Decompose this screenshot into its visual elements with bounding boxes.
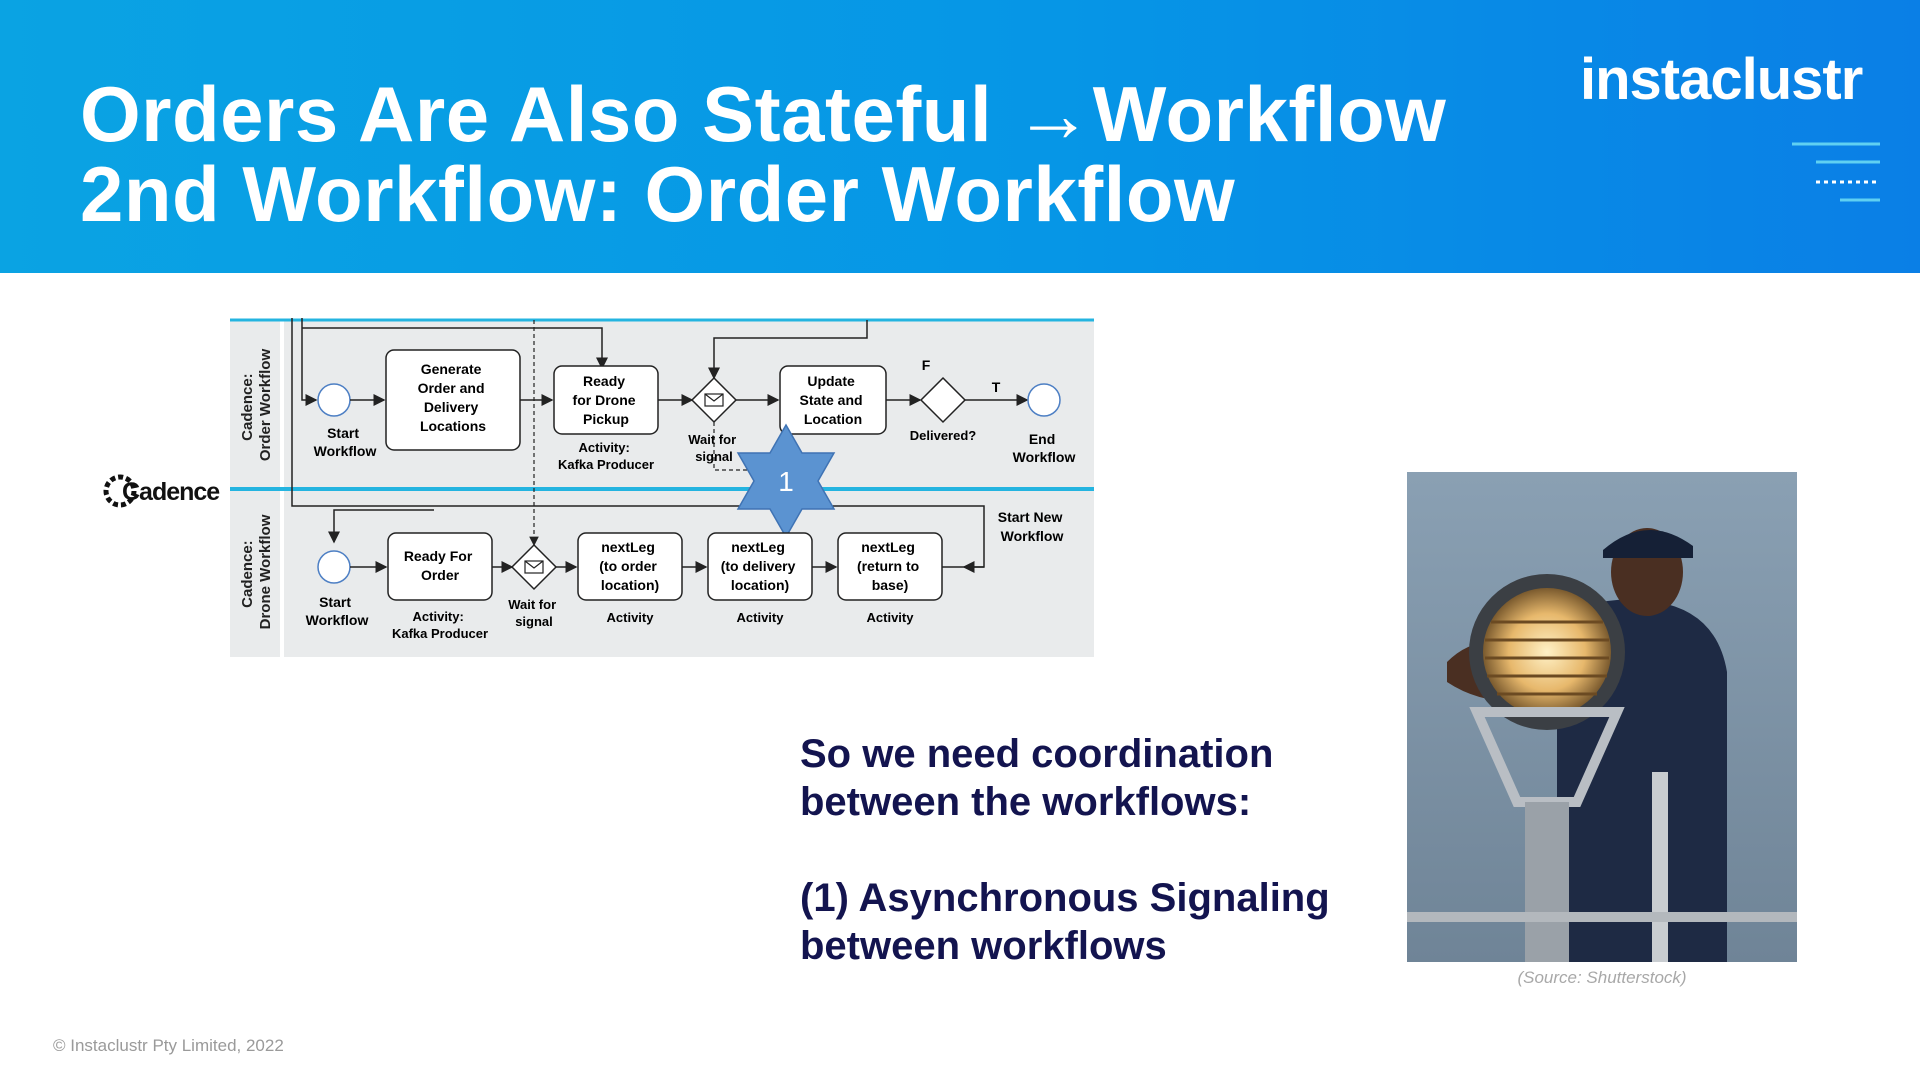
- svg-text:Activity: Kafka Producer: Activity: Kafka Producer: [392, 609, 488, 641]
- flag-true: T: [992, 379, 1001, 395]
- svg-text:Delivered?: Delivered?: [910, 428, 977, 443]
- sailor-signal-lamp-image: [1407, 472, 1797, 962]
- menu-lines-icon: [1792, 142, 1880, 202]
- instaclustr-logo: instaclustr: [1580, 47, 1863, 112]
- drone-start-event: Start Workflow: [306, 550, 369, 628]
- svg-text:Start Workflow: Start Workflow: [306, 594, 369, 628]
- svg-text:Activity: Activity: [737, 610, 785, 625]
- svg-text:Wait for signal: Wait for signal: [688, 432, 740, 464]
- body-line-1: So we need coordination: [800, 732, 1274, 776]
- delivered-gateway: Delivered? F T: [910, 357, 1001, 443]
- start-new-workflow-label: Start New Workflow: [998, 509, 1066, 544]
- order-end-event: End Workflow: [1013, 383, 1076, 465]
- body-text: So we need coordination between the work…: [800, 730, 1360, 970]
- next-leg-delivery-task: nextLeg (to delivery location) Activity: [707, 532, 813, 625]
- ready-order-task: Ready For Order Activity: Kafka Producer: [387, 532, 493, 641]
- cadence-logo: Cadence: [103, 474, 221, 508]
- slide-title: Orders Are Also Stateful →Workflow 2nd W…: [80, 74, 1446, 234]
- body-line-2: between the workflows:: [800, 780, 1252, 824]
- signal-lamp-photo: [1407, 472, 1797, 962]
- svg-text:Start Workflow: Start Workflow: [314, 425, 377, 459]
- title-line-1: Orders Are Also Stateful →Workflow: [80, 70, 1447, 158]
- svg-text:Cadence: Cadence: [122, 478, 220, 506]
- ready-pickup-task: Ready for Drone Pickup Activity: Kafka P…: [553, 365, 659, 472]
- generate-order-task: Generate Order and Delivery Locations: [385, 349, 521, 451]
- drone-wait-signal-gateway: Wait for signal: [508, 543, 560, 629]
- lane-label-drone: Cadence: Drone Workflow: [239, 514, 274, 629]
- svg-text:Activity: Activity: [607, 610, 655, 625]
- update-state-task: Update State and Location: [779, 365, 887, 435]
- title-line-2: 2nd Workflow: Order Workflow: [80, 150, 1236, 238]
- next-leg-order-task: nextLeg (to order location) Activity: [577, 532, 683, 625]
- copyright-footer: © Instaclustr Pty Limited, 2022: [53, 1036, 284, 1055]
- svg-text:Wait for signal: Wait for signal: [508, 597, 560, 629]
- lane-label-order: Cadence: Order Workflow: [239, 349, 274, 462]
- flag-false: F: [922, 357, 931, 373]
- svg-text:End Workflow: End Workflow: [1013, 431, 1076, 465]
- svg-text:nextLeg (to delivery: nextLeg (to delivery location): [721, 539, 800, 593]
- body-line-4: between workflows: [800, 924, 1167, 968]
- svg-text:Generate Order and: Generate Order and Delivery Locations: [418, 361, 489, 434]
- svg-text:Activity: Activity: [867, 610, 915, 625]
- svg-text:Ready for Drone Pi: Ready for Drone Pickup: [573, 373, 640, 427]
- svg-text:nextLeg (to order: nextLeg (to order location): [599, 539, 660, 593]
- photo-caption: (Source: Shutterstock): [1517, 968, 1687, 987]
- svg-text:nextLeg (return to: nextLeg (return to base): [857, 539, 923, 593]
- slide-header: Orders Are Also Stateful →Workflow 2nd W…: [0, 0, 1920, 273]
- order-start-event: Start Workflow: [314, 383, 377, 459]
- svg-text:Ready For Order: Ready For Order: [404, 548, 476, 583]
- svg-text:Update State and L: Update State and Location: [800, 373, 867, 427]
- svg-text:1: 1: [778, 466, 794, 497]
- svg-text:Activity: Kafka Producer: Activity: Kafka Producer: [558, 440, 654, 472]
- body-line-3: (1) Asynchronous Signaling: [800, 876, 1330, 920]
- workflow-diagram: Cadence: Order Workflow Cadence: Drone W…: [103, 318, 1094, 657]
